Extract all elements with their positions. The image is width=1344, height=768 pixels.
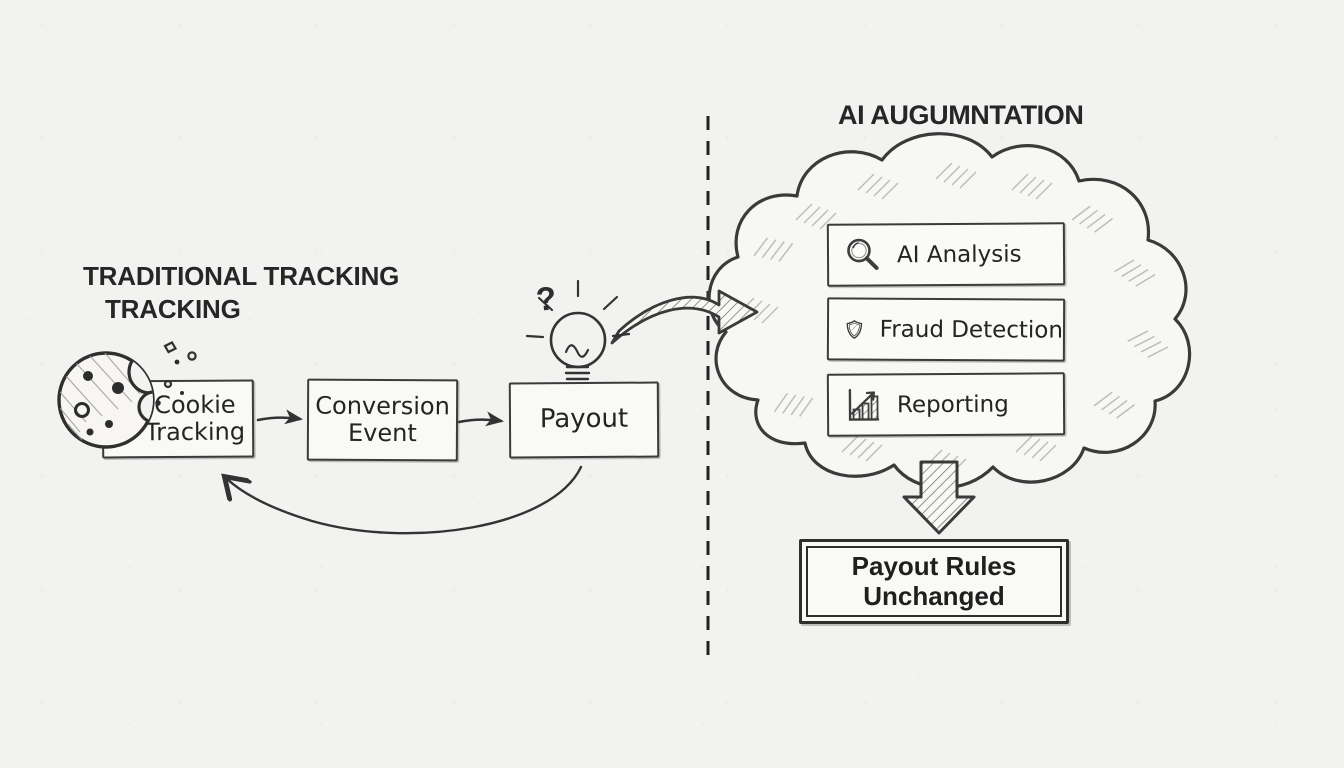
loopback-arrow (226, 465, 583, 535)
reporting-label: Reporting (896, 391, 1009, 418)
payout-rules-box: Payout Rules Unchanged (799, 539, 1069, 624)
ai-augmentation-title-text: AI AUGUMNTATION (838, 100, 1084, 130)
traditional-tracking-title: TRADITIONAL TRACKING TRACKING (83, 260, 399, 327)
bar-chart-icon (848, 388, 880, 421)
conversion-event-box: Conversion Event (306, 378, 459, 462)
conversion-event-label-line1: Conversion (315, 391, 450, 420)
cookie-crumbs (155, 341, 197, 406)
ai-analysis-label: AI Analysis (896, 241, 1022, 268)
question-mark: ? (534, 279, 558, 318)
cookie-chips (83, 371, 124, 436)
payout-rules-label-line1: Payout Rules (851, 550, 1017, 581)
lightbulb-icon (525, 279, 631, 387)
payout-label: Payout (539, 403, 629, 435)
idea-swoosh-arrow (610, 289, 759, 345)
payout-box: Payout (508, 381, 660, 459)
fraud-detection-label: Fraud Detection (879, 316, 1064, 344)
payout-rules-label-line2: Unchanged (863, 580, 1005, 611)
magnifier-icon (847, 238, 879, 270)
fraud-detection-box: Fraud Detection (826, 297, 1066, 362)
shield-icon (846, 319, 863, 339)
ai-augmentation-title: AI AUGUMNTATION (838, 98, 1084, 133)
reporting-box: Reporting (826, 372, 1066, 437)
flow-arrow-cookie-to-conversion (256, 409, 303, 425)
traditional-tracking-title-line1: TRADITIONAL TRACKING (83, 261, 400, 291)
conversion-event-label-line2: Event (347, 418, 417, 448)
ai-analysis-box: AI Analysis (826, 222, 1066, 287)
cloud-down-arrow (902, 460, 976, 535)
flow-arrow-conversion-to-payout (457, 411, 504, 427)
traditional-tracking-title-line2: TRACKING (105, 294, 241, 325)
cookie-icon (57, 341, 197, 449)
